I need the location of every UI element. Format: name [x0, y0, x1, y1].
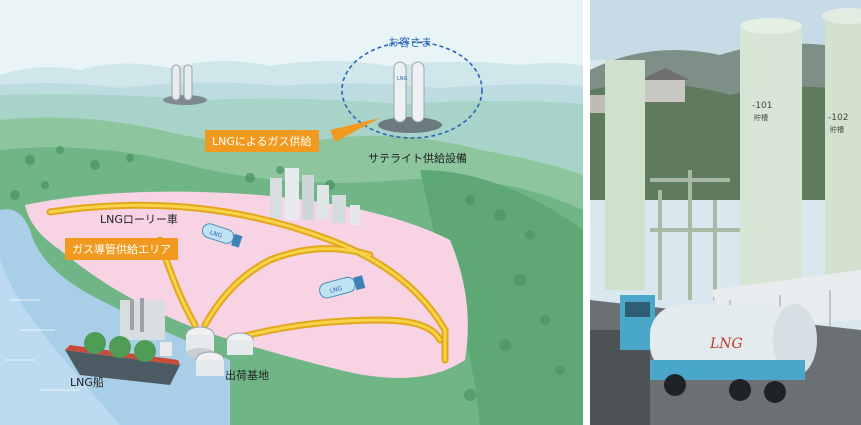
truck-logo: LNG: [209, 229, 223, 240]
lng-supply-illustration: LNG LNG LNG: [0, 0, 583, 425]
tank-102-sub: 貯槽: [830, 125, 844, 134]
tank-101-sub: 貯槽: [754, 113, 768, 122]
lng-truck-label: LNGローリー車: [100, 213, 178, 226]
lng-ship-label: LNG船: [70, 376, 104, 389]
satellite-facility-label: サテライト供給設備: [368, 152, 467, 165]
tank-101-label: -101: [752, 101, 772, 111]
photo-truck-logo: LNG: [709, 336, 743, 352]
customer-circle: [341, 41, 483, 139]
tank-logo: LNG: [397, 76, 408, 82]
customer-label: お客さま: [388, 36, 432, 49]
pipeline-area-tag: ガス導管供給エリア: [65, 238, 178, 260]
lng-supply-tag: LNGによるガス供給: [205, 130, 319, 152]
truck-logo: LNG: [329, 285, 343, 295]
tank-102-label: -102: [828, 113, 848, 123]
satellite-facility-photo: -101 貯槽 -102 貯槽 LNG: [590, 0, 861, 425]
terminal-label: 出荷基地: [225, 369, 269, 382]
